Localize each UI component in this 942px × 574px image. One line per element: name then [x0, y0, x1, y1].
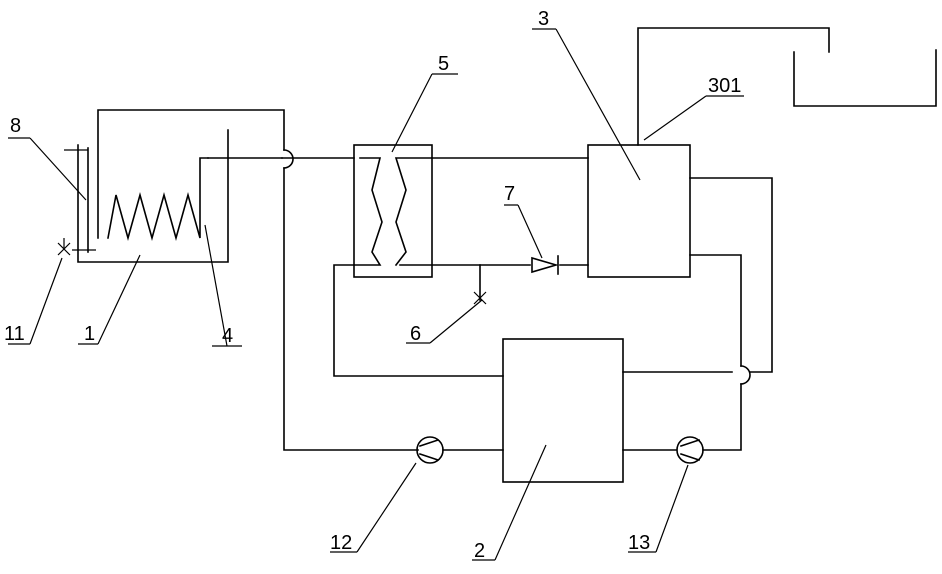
coil-4	[107, 157, 283, 241]
label-2: 2	[474, 540, 485, 562]
label-7: 7	[504, 183, 515, 205]
label-12: 12	[330, 532, 352, 554]
label-5: 5	[438, 53, 449, 75]
crossover-1	[283, 149, 294, 169]
outlet-301	[637, 27, 830, 146]
pipe-3-to-2-inner	[689, 254, 742, 367]
crossover-2	[740, 365, 751, 385]
label-13: 13	[628, 532, 650, 554]
valve-11	[57, 238, 71, 256]
heat-exchanger-5	[353, 144, 433, 278]
tank-1	[77, 129, 229, 263]
pipe-exchanger-to-2	[333, 264, 504, 377]
pump-13	[622, 383, 742, 464]
pipe-3-to-2-outer	[622, 177, 773, 373]
check-valve-7	[531, 255, 559, 275]
valve-6	[473, 264, 487, 305]
pipe-tank1-to-pump12	[97, 109, 419, 451]
pump-12	[416, 436, 504, 464]
pipe-8	[64, 147, 96, 253]
label-4: 4	[222, 325, 233, 347]
label-8: 8	[10, 115, 21, 137]
leader-lines	[8, 28, 744, 561]
vessel-3	[587, 144, 691, 278]
open-container	[793, 49, 937, 107]
label-1: 1	[84, 323, 95, 345]
vessel-2	[502, 338, 624, 483]
label-301: 301	[708, 75, 741, 97]
label-3: 3	[538, 8, 549, 30]
label-6: 6	[410, 323, 421, 345]
label-11: 11	[4, 323, 25, 345]
